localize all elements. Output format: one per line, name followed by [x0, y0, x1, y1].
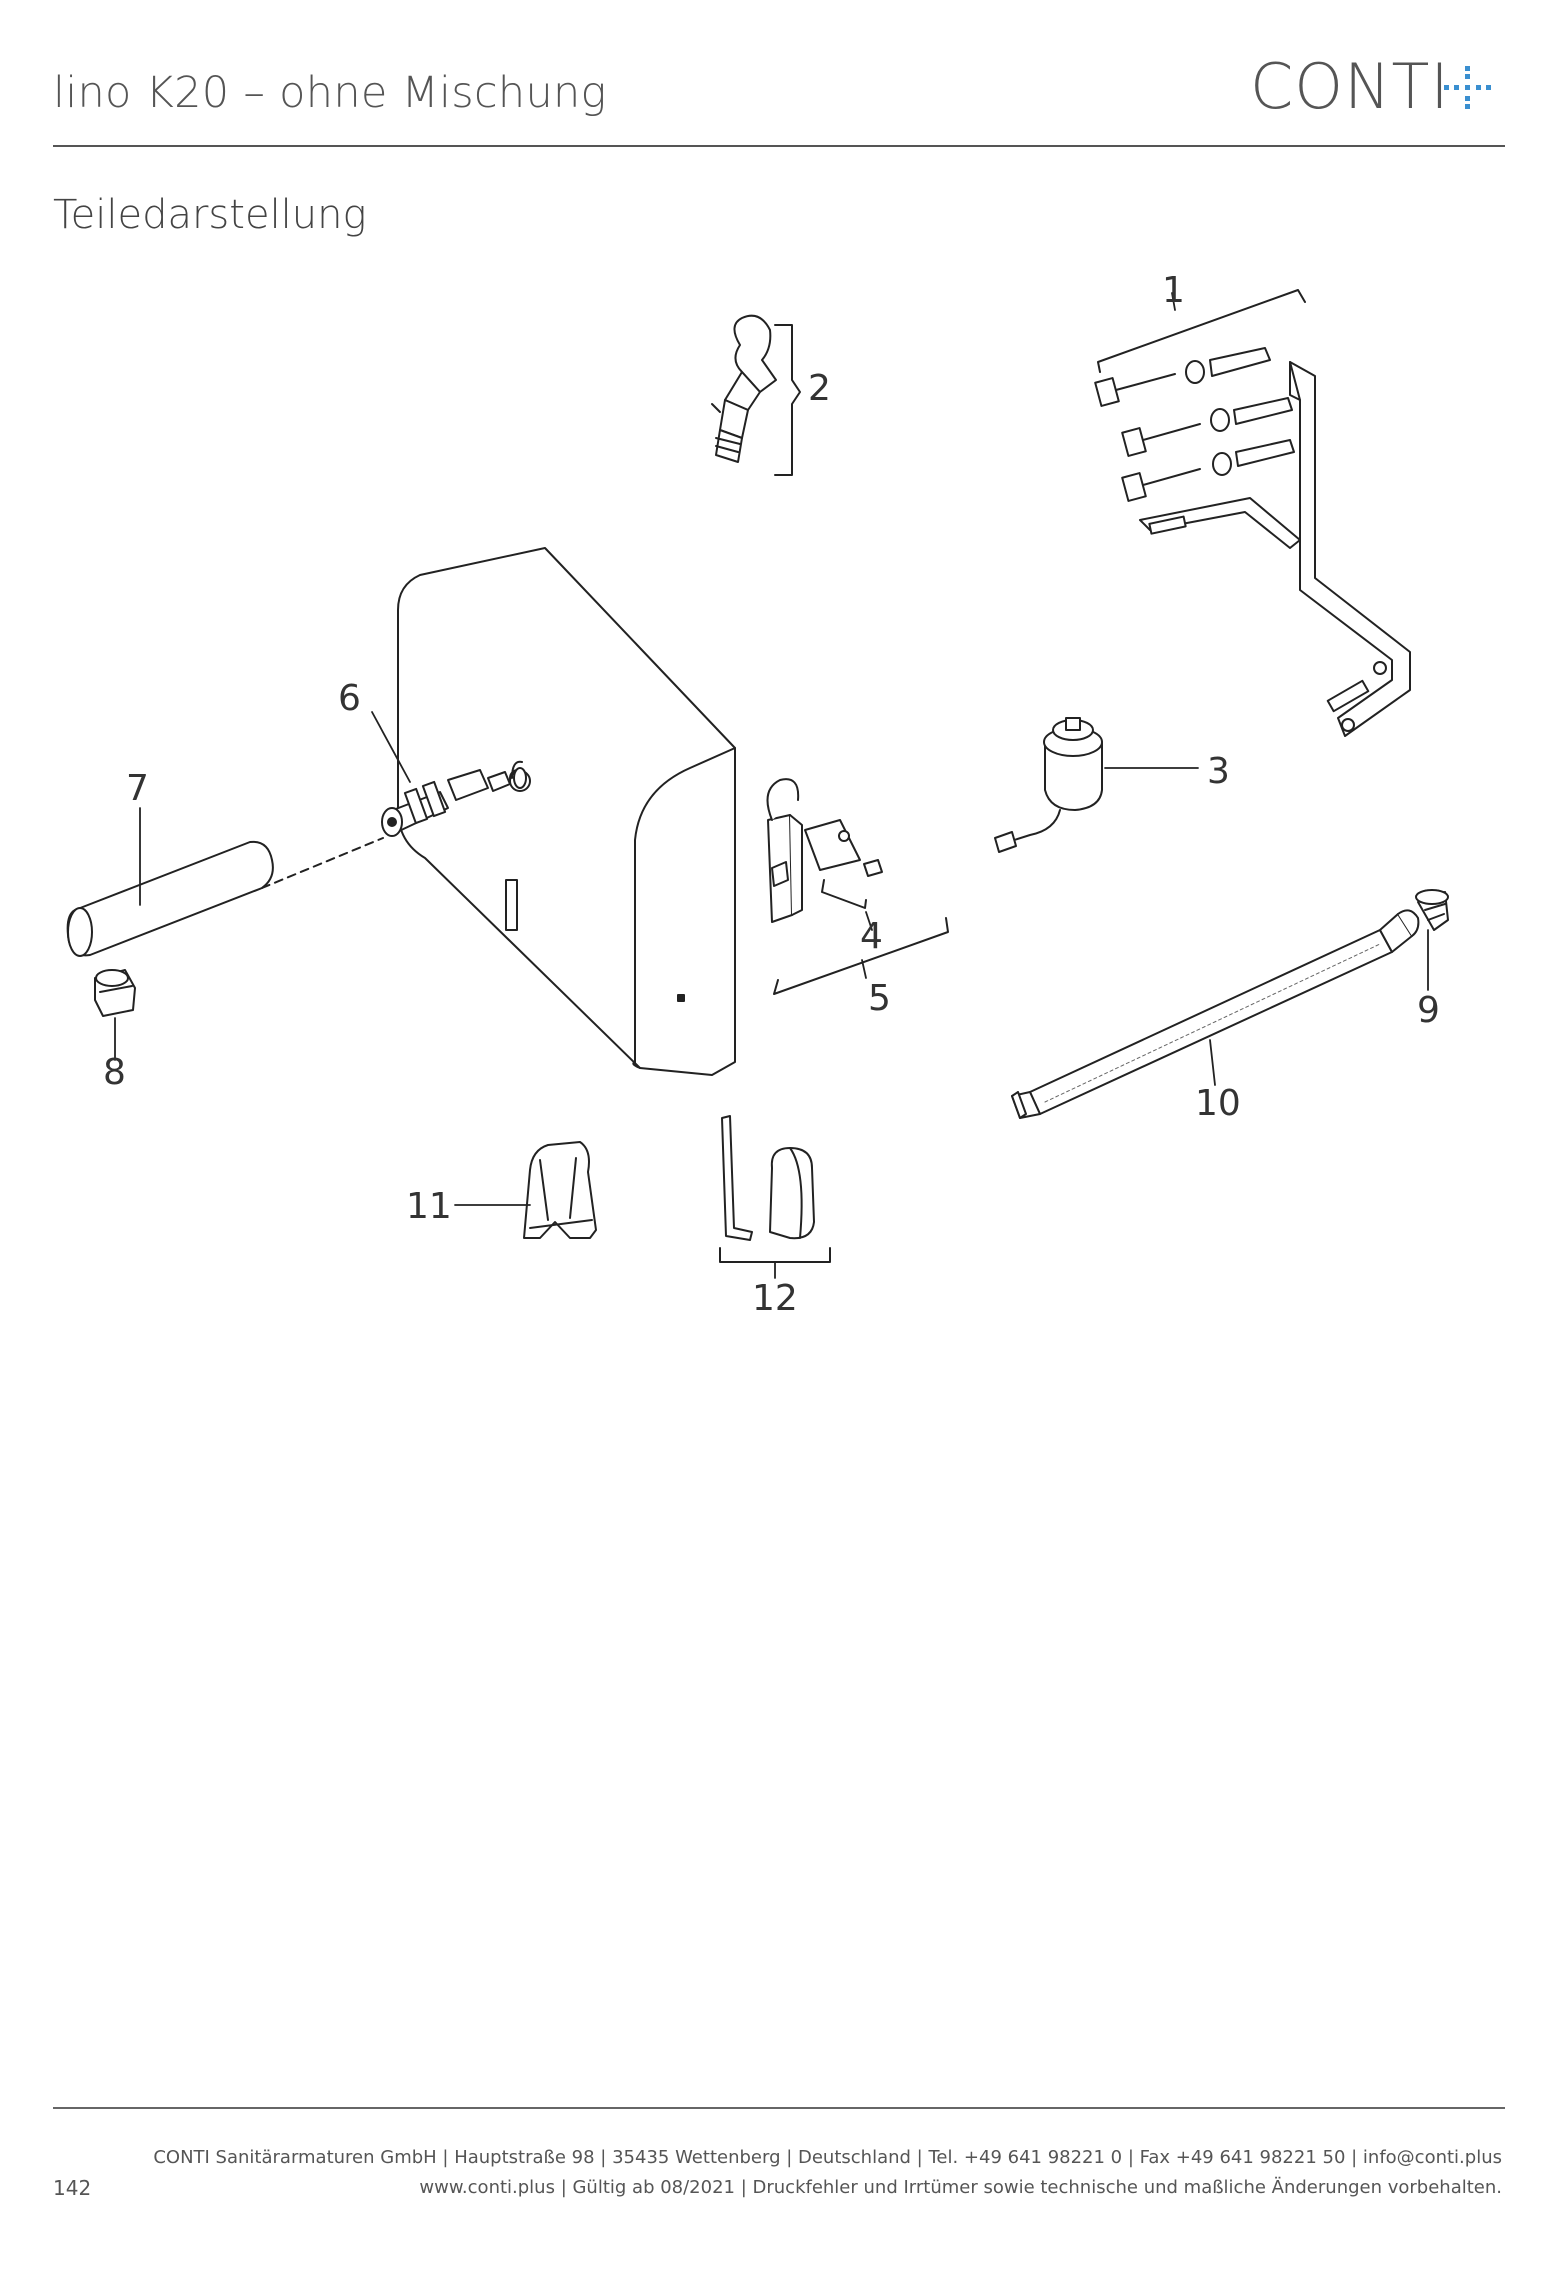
page-number: 142	[53, 2176, 92, 2200]
callout-7: 7	[126, 768, 149, 809]
callout-12: 12	[752, 1278, 798, 1319]
callout-8: 8	[103, 1052, 126, 1093]
housing-drawing	[397, 547, 736, 1076]
part-5-electronics	[766, 778, 883, 923]
bracket-2	[774, 324, 801, 476]
part-11-clip	[523, 1141, 597, 1239]
part-12-tools	[721, 1115, 815, 1241]
part-1-bracket	[1139, 361, 1411, 737]
callout-3: 3	[1207, 751, 1230, 792]
part-10-hose	[1011, 909, 1420, 1119]
document-title: lino K20 – ohne Mischung	[53, 68, 607, 118]
logo-plus-icon	[1444, 66, 1491, 109]
callout-1: 1	[1162, 270, 1185, 311]
callout-6: 6	[338, 678, 361, 719]
callout-5: 5	[868, 978, 891, 1019]
callout-10: 10	[1195, 1083, 1241, 1124]
part-1-screws	[1094, 347, 1295, 502]
logo-wordmark: CONTI	[1250, 50, 1450, 123]
bracket-5	[773, 917, 949, 995]
part-3-solenoid	[994, 717, 1103, 853]
part-9-filter	[1415, 889, 1449, 931]
leader-lines	[114, 292, 1429, 1279]
bracket-4	[821, 879, 867, 909]
part-6-cartridge	[381, 767, 527, 837]
conti-logo: CONTI	[1250, 52, 1510, 122]
bracket-1	[1097, 289, 1306, 373]
callout-4: 4	[860, 916, 883, 957]
part-7-spout	[66, 837, 384, 957]
exploded-parts-diagram: 1 2 3 4 5 6 7 8 9 10 11 12	[66, 270, 1449, 1319]
callout-2: 2	[808, 368, 831, 409]
footer-company-info: CONTI Sanitärarmaturen GmbH | Hauptstraß…	[153, 2147, 1502, 2168]
bracket-12	[719, 1247, 831, 1263]
part-8-nut	[94, 969, 136, 1017]
section-title: Teiledarstellung	[53, 192, 367, 238]
footer-disclaimer: www.conti.plus | Gültig ab 08/2021 | Dru…	[419, 2177, 1502, 2198]
callout-9: 9	[1417, 990, 1440, 1031]
footer-rule	[53, 2107, 1505, 2109]
part-2-connector	[711, 314, 777, 463]
header-rule	[53, 145, 1505, 147]
callout-11: 11	[406, 1186, 452, 1227]
